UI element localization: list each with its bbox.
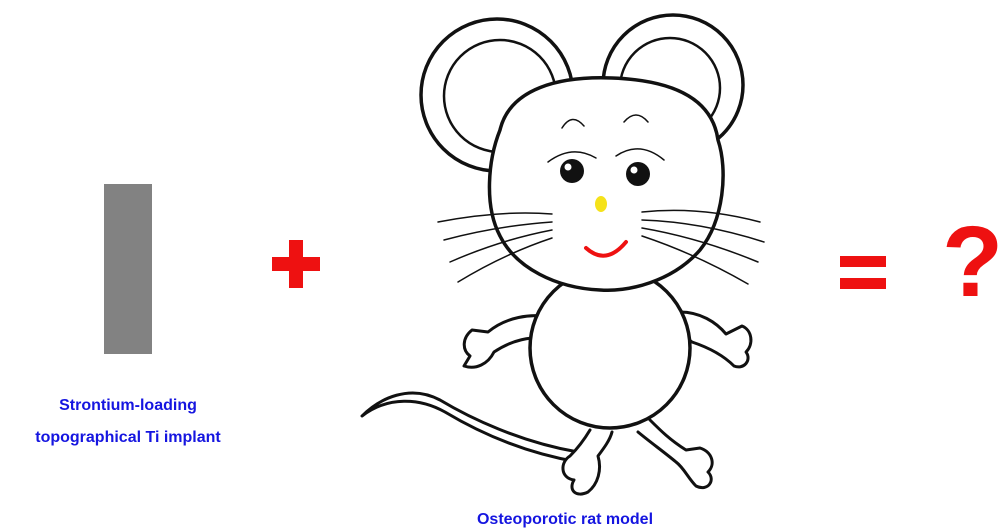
rat-right-leg — [638, 420, 712, 488]
equals-sign — [840, 256, 886, 290]
rat-nose — [595, 196, 607, 212]
rat-head — [489, 78, 723, 290]
rat-tail — [362, 393, 578, 462]
rat-caption: Osteoporotic rat model — [470, 512, 660, 528]
question-mark: ? — [942, 212, 999, 312]
rat-body — [530, 268, 690, 428]
rat-left-leg — [563, 430, 612, 494]
rat-left-eye — [560, 159, 584, 183]
rat-right-eye — [626, 162, 650, 186]
